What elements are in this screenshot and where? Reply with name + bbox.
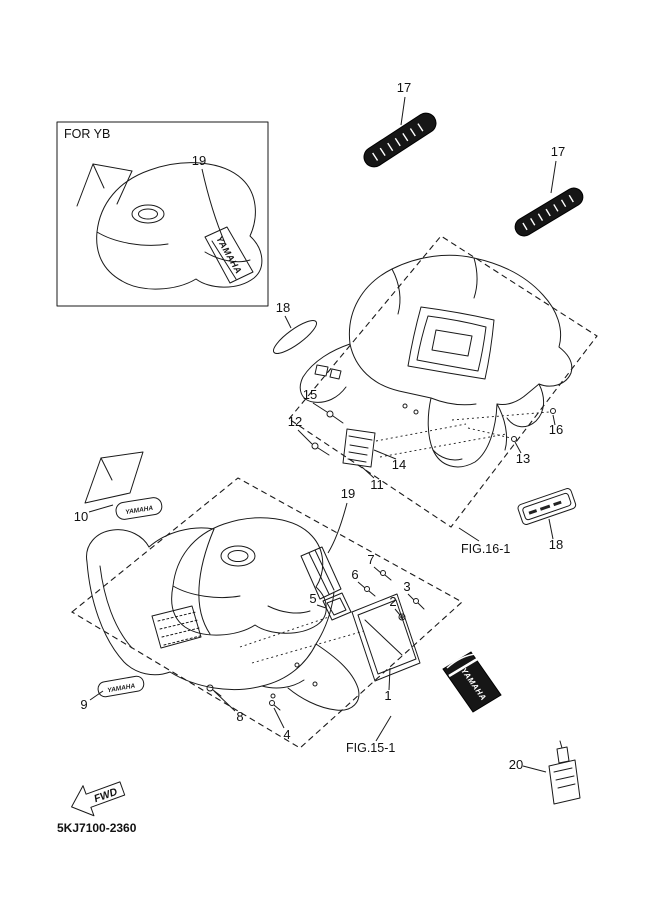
callout-7: 7 — [367, 552, 374, 567]
blank-decal-part-18-top — [273, 320, 317, 354]
screw-part-15 — [326, 410, 344, 424]
callout-10: 10 — [74, 509, 88, 524]
drawing-number: 5KJ7100-2360 — [57, 821, 137, 835]
callout-19-inset: 19 — [192, 153, 206, 168]
fig16-construction-lines — [375, 411, 550, 458]
inset-fuel-tank-drawing — [76, 162, 263, 290]
warning-decal-part-17-top — [363, 112, 437, 168]
rear-fender-drawing — [299, 254, 573, 468]
callout-17-top: 17 — [397, 80, 411, 95]
tag-part-20: 20 — [509, 740, 581, 805]
bolt-part-3 — [413, 598, 425, 610]
warning-decal-part-17-right — [514, 187, 584, 237]
fig16-dashed-boundary — [288, 235, 598, 528]
bolt-part-7 — [380, 570, 392, 581]
washer-part-2 — [398, 613, 406, 621]
callout-6: 6 — [351, 567, 358, 582]
side-panel-drawing — [84, 451, 144, 504]
decal-10-brand-text: YAMAHA — [125, 505, 154, 516]
callout-14: 14 — [392, 457, 406, 472]
label-decal-part-10: YAMAHA — [115, 497, 163, 520]
leader-20 — [522, 765, 547, 773]
tank-stripe-decal-part-19 — [300, 546, 342, 600]
for-yb-inset: FOR YB YAMAHA 19 — [56, 121, 269, 307]
screw-part-12 — [311, 442, 330, 456]
label-decal-part-18-right — [517, 488, 577, 525]
screw-part-16 — [550, 408, 556, 414]
screw-part-13 — [511, 436, 517, 442]
yamaha-block-decal: YAMAHA — [442, 651, 502, 713]
callout-15: 15 — [303, 387, 317, 402]
leader-19-inset — [201, 168, 226, 244]
fig16-label: FIG.16-1 — [461, 542, 510, 556]
fuel-tank-drawing — [171, 517, 327, 636]
callout-12: 12 — [288, 414, 302, 429]
callout-5: 5 — [309, 591, 316, 606]
fig15-label: FIG.15-1 — [346, 741, 395, 755]
bolt-part-6 — [364, 586, 376, 597]
callout-20: 20 — [509, 757, 523, 772]
decal-part-1 — [351, 593, 421, 682]
callout-18-right: 18 — [549, 537, 563, 552]
label-decal-part-9: YAMAHA — [97, 675, 145, 698]
callout-1: 1 — [384, 688, 391, 703]
callout-9: 9 — [80, 697, 87, 712]
callout-3: 3 — [403, 579, 410, 594]
inset-yamaha-stripe-decal: YAMAHA — [204, 226, 254, 284]
callout-18-top: 18 — [276, 300, 290, 315]
inset-brand-text: YAMAHA — [214, 234, 244, 275]
callout-2: 2 — [389, 594, 396, 609]
fig15-dashed-boundary — [71, 477, 463, 749]
callout-16: 16 — [549, 422, 563, 437]
screw-part-4 — [269, 700, 281, 711]
fig15-construction-lines — [239, 616, 365, 664]
fig16-assembly: 17 17 18 15 12 14 11 16 13 18 FIG.16-1 — [273, 80, 598, 556]
callout-4: 4 — [283, 727, 290, 742]
callout-17-right: 17 — [551, 144, 565, 159]
inset-frame — [56, 121, 269, 307]
callout-13: 13 — [516, 451, 530, 466]
plate-part-5 — [322, 592, 352, 621]
fig15-leader-lines — [88, 502, 415, 742]
fig15-assembly: YAMAHA — [71, 451, 502, 755]
callout-11: 11 — [370, 477, 384, 492]
inset-label: FOR YB — [64, 127, 110, 141]
front-fender-drawing — [86, 527, 360, 711]
fig16-leader-lines — [284, 96, 557, 542]
decal-9-brand-text: YAMAHA — [107, 683, 136, 695]
fwd-arrow-icon: FWD — [71, 781, 126, 817]
bracket-part-11-14 — [342, 428, 376, 468]
callout-8: 8 — [236, 709, 243, 724]
callout-19: 19 — [341, 486, 355, 501]
